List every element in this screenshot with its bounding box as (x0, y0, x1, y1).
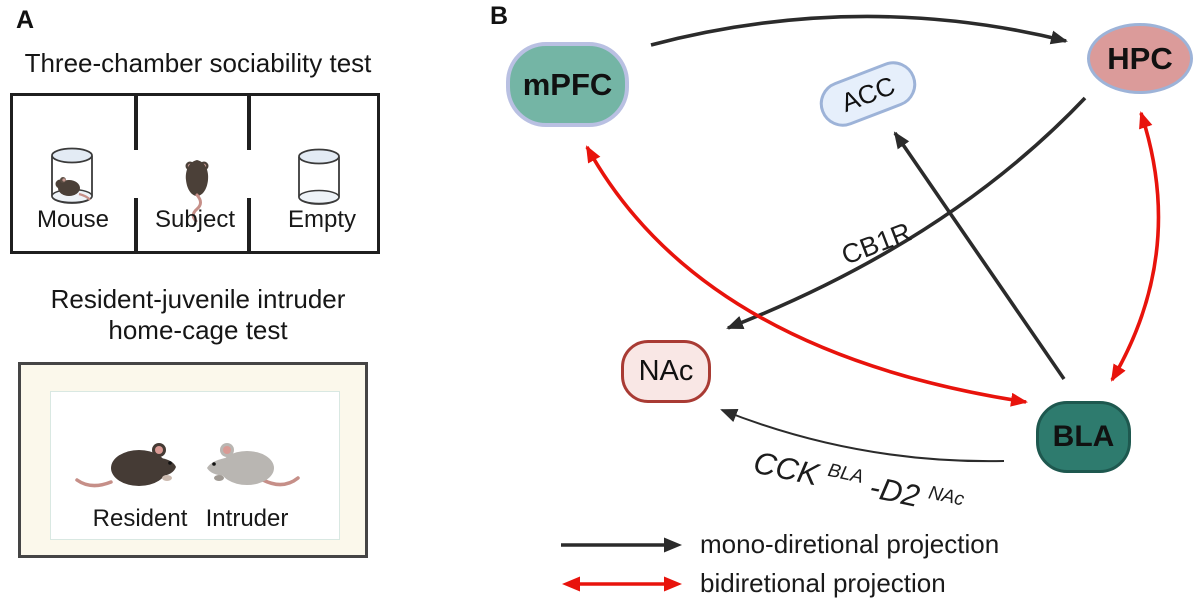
edge-hpc-to-nac (726, 96, 1087, 330)
node-hpc-label: HPC (1107, 40, 1173, 76)
cck-d2-edge-label: CCK BLA -D2 NAc (751, 433, 970, 523)
node-bla: BLA (1036, 401, 1131, 473)
subject-mouse-illustration (185, 160, 209, 222)
legend-row-bi: bidiretional projection (558, 568, 999, 599)
chamber-label: Subject (154, 206, 236, 233)
cck-base: CCK (751, 445, 824, 493)
node-hpc: HPC (1087, 23, 1193, 94)
node-nac-label: NAc (638, 355, 694, 387)
empty-cup-illustration (298, 148, 340, 205)
chamber-divider (247, 198, 251, 251)
node-bla-label: BLA (1052, 420, 1115, 453)
legend-mono-label: mono-diretional projection (700, 529, 1000, 559)
home-cage-box: Resident Intruder (18, 362, 368, 558)
caged-mouse-illustration (51, 147, 93, 204)
three-chamber-box: Mouse Subject Empty (10, 93, 380, 254)
node-mpfc: mPFC (506, 42, 629, 127)
edge-mpfc-bla-bidirectional (585, 145, 1028, 407)
legend: mono-diretional projection bidiretional … (558, 529, 999, 599)
chamber-divider (134, 198, 138, 251)
sociability-test-title: Three-chamber sociability test (24, 48, 372, 78)
resident-label: Resident (92, 505, 188, 532)
intruder-mouse-illustration (207, 443, 300, 487)
node-mpfc-label: mPFC (522, 66, 613, 102)
node-nac: NAc (621, 340, 711, 403)
cb1r-edge-label: CB1R (837, 217, 915, 271)
mono-arrow-icon (561, 537, 682, 552)
chamber-label: Empty (287, 206, 357, 233)
chamber-divider (247, 96, 251, 150)
bi-arrow-head-left (562, 576, 580, 591)
chamber-label: Mouse (36, 206, 110, 233)
cck-link: -D2 (867, 469, 923, 514)
projection-arrows-svg: CB1R CCK BLA -D2 NAc (585, 14, 1161, 523)
homecage-title-line2: home-cage test (108, 315, 288, 345)
panel-a-label: A (16, 6, 35, 34)
mono-arrow-head (664, 537, 682, 552)
chamber-divider (134, 96, 138, 150)
home-cage-inner: Resident Intruder (50, 391, 340, 540)
cck-sup-bla: BLA (826, 460, 866, 488)
edge-mpfc-to-hpc (650, 14, 1068, 47)
edge-bla-to-nac (720, 409, 1005, 463)
bidirectional-arrow-icon (562, 576, 682, 591)
edge-hpc-bla-bidirectional (1110, 111, 1161, 382)
legend-row-mono: mono-diretional projection (558, 529, 999, 560)
homecage-test-title: Resident-juvenile intruder home-cage tes… (0, 284, 396, 346)
bi-arrow-head-right (664, 576, 682, 591)
intruder-label: Intruder (205, 505, 289, 532)
panel-b-label: B (490, 2, 509, 30)
resident-mouse-illustration (75, 443, 176, 488)
cck-sup-nac: NAc (927, 482, 967, 510)
legend-bi-label: bidiretional projection (700, 568, 946, 598)
homecage-title-line1: Resident-juvenile intruder (50, 284, 346, 314)
edge-bla-to-acc (893, 131, 1066, 381)
